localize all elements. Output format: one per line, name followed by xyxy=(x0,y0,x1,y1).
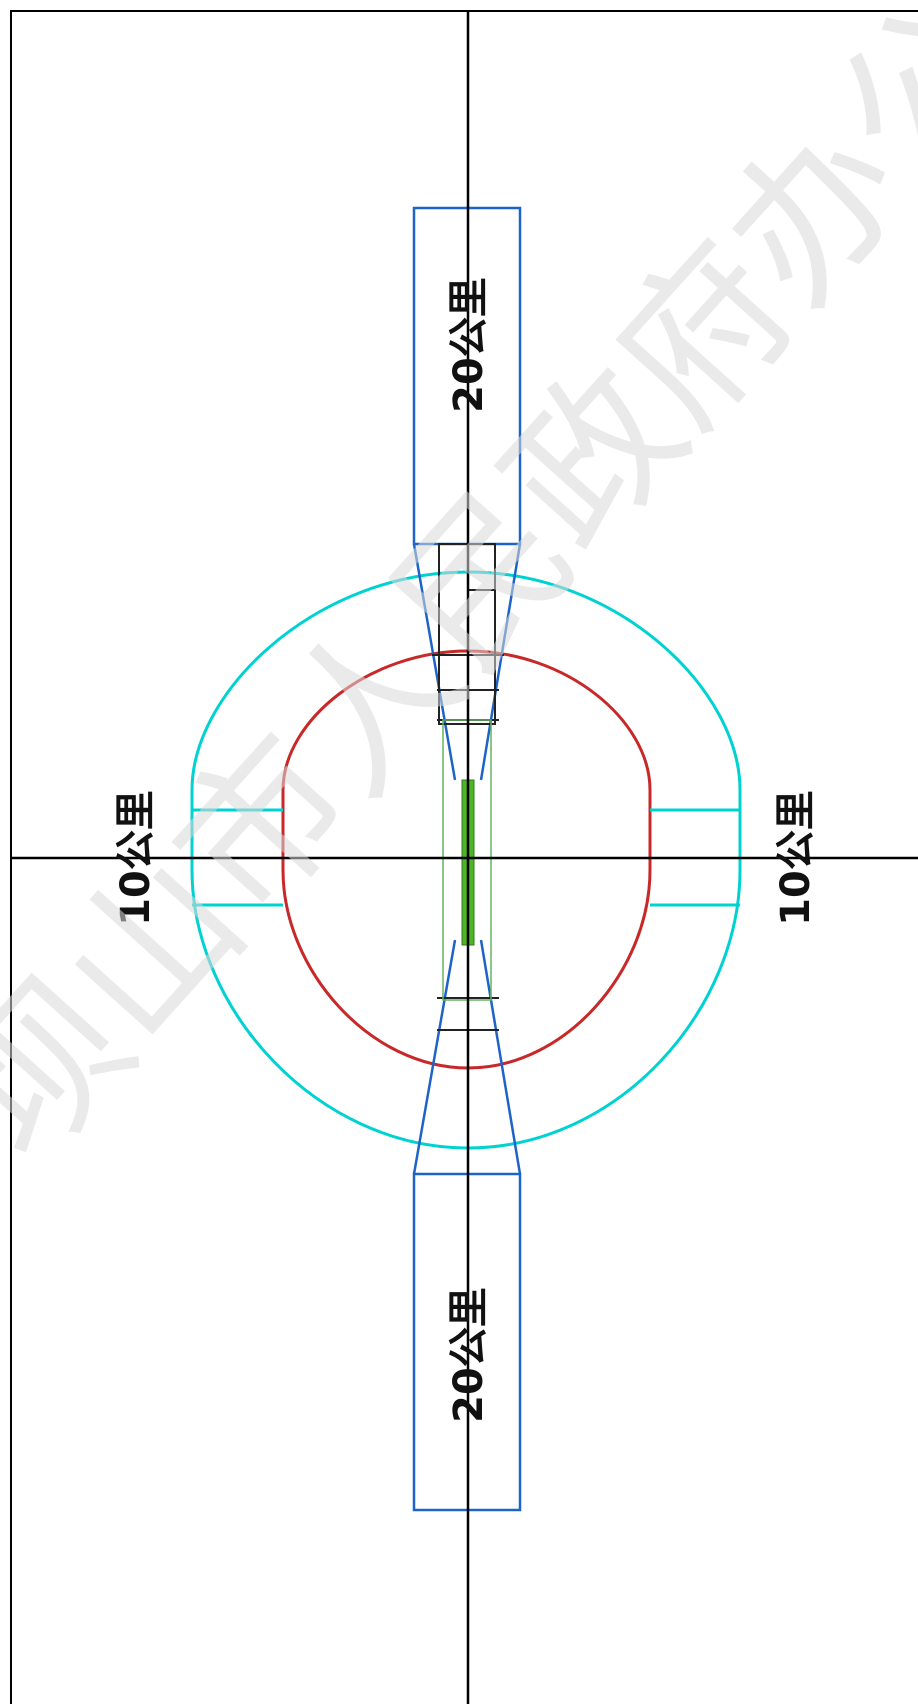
frame-border xyxy=(10,10,918,1704)
right-zone-label: 10公里 xyxy=(773,790,819,926)
bottom-zone-label: 20公里 xyxy=(446,1287,492,1423)
bottom-corridor-funnel xyxy=(412,939,522,1175)
top-zone-label: 20公里 xyxy=(446,277,492,413)
top-corridor-funnel xyxy=(412,543,522,781)
left-zone-label: 10公里 xyxy=(113,790,159,926)
watermark: 坝山市人民政府办公室 xyxy=(0,0,918,1196)
